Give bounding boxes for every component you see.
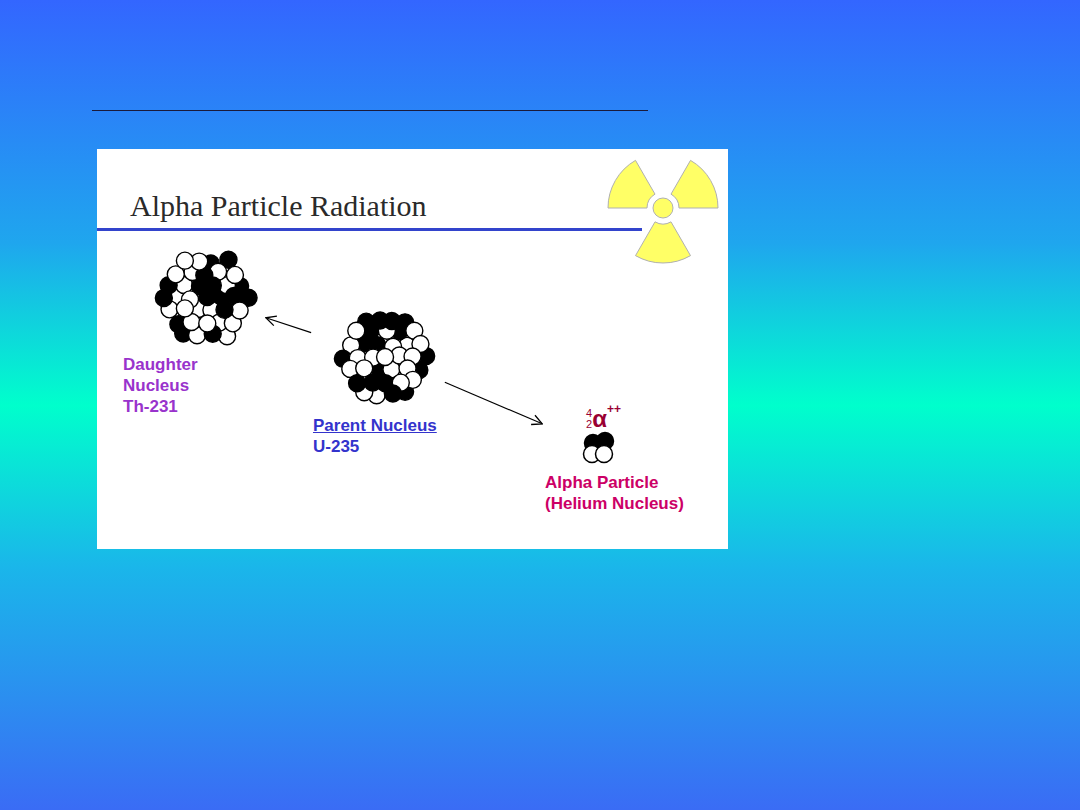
nucleon — [199, 315, 216, 332]
nucleon — [377, 349, 394, 366]
nucleon — [596, 446, 613, 463]
nucleon — [176, 300, 193, 317]
nuclide-notation: 42α++ — [586, 402, 710, 430]
trefoil-blade — [608, 160, 655, 208]
nucleon — [216, 301, 233, 318]
slide-title: Alpha Particle Radiation — [130, 189, 427, 223]
nucleus-picture — [578, 430, 620, 466]
nucleon — [348, 322, 365, 339]
isotope-label: U-235 — [313, 436, 443, 457]
isotope-label: Th-231 — [123, 396, 263, 417]
particle-label: Alpha Particle (Helium Nucleus) — [545, 472, 710, 514]
nucleus-label: Parent Nucleus — [313, 415, 443, 436]
emission-arrow — [445, 382, 542, 424]
mass-charge: 42 — [586, 408, 592, 430]
trefoil-center — [653, 198, 673, 218]
nucleon — [226, 266, 243, 283]
radiation-symbol — [608, 160, 718, 263]
trefoil-blade — [636, 222, 691, 263]
atomic-number: 2 — [586, 419, 592, 430]
emission-arrow — [266, 318, 311, 333]
nucleon — [176, 252, 193, 269]
nucleus-node: Daughter NucleusTh-231 — [123, 248, 263, 417]
nucleus-picture — [148, 248, 263, 348]
trefoil-blade — [671, 160, 718, 208]
title-rule — [97, 228, 642, 231]
nucleus-picture — [328, 303, 443, 411]
mass-number: 4 — [586, 408, 592, 419]
nucleus-node: Parent NucleusU-235 — [313, 303, 443, 457]
white-panel — [97, 149, 728, 549]
nucleon — [384, 385, 401, 402]
charge-label: ++ — [607, 402, 621, 416]
nucleon — [372, 312, 389, 329]
top-rule — [92, 110, 648, 111]
nucleus-label: Daughter Nucleus — [123, 354, 215, 396]
alpha-symbol: α — [592, 405, 607, 432]
nucleon — [364, 374, 381, 391]
nucleon — [204, 277, 221, 294]
nucleus-node: 42α++ Alpha Particle (Helium Nucleus) — [545, 402, 710, 514]
